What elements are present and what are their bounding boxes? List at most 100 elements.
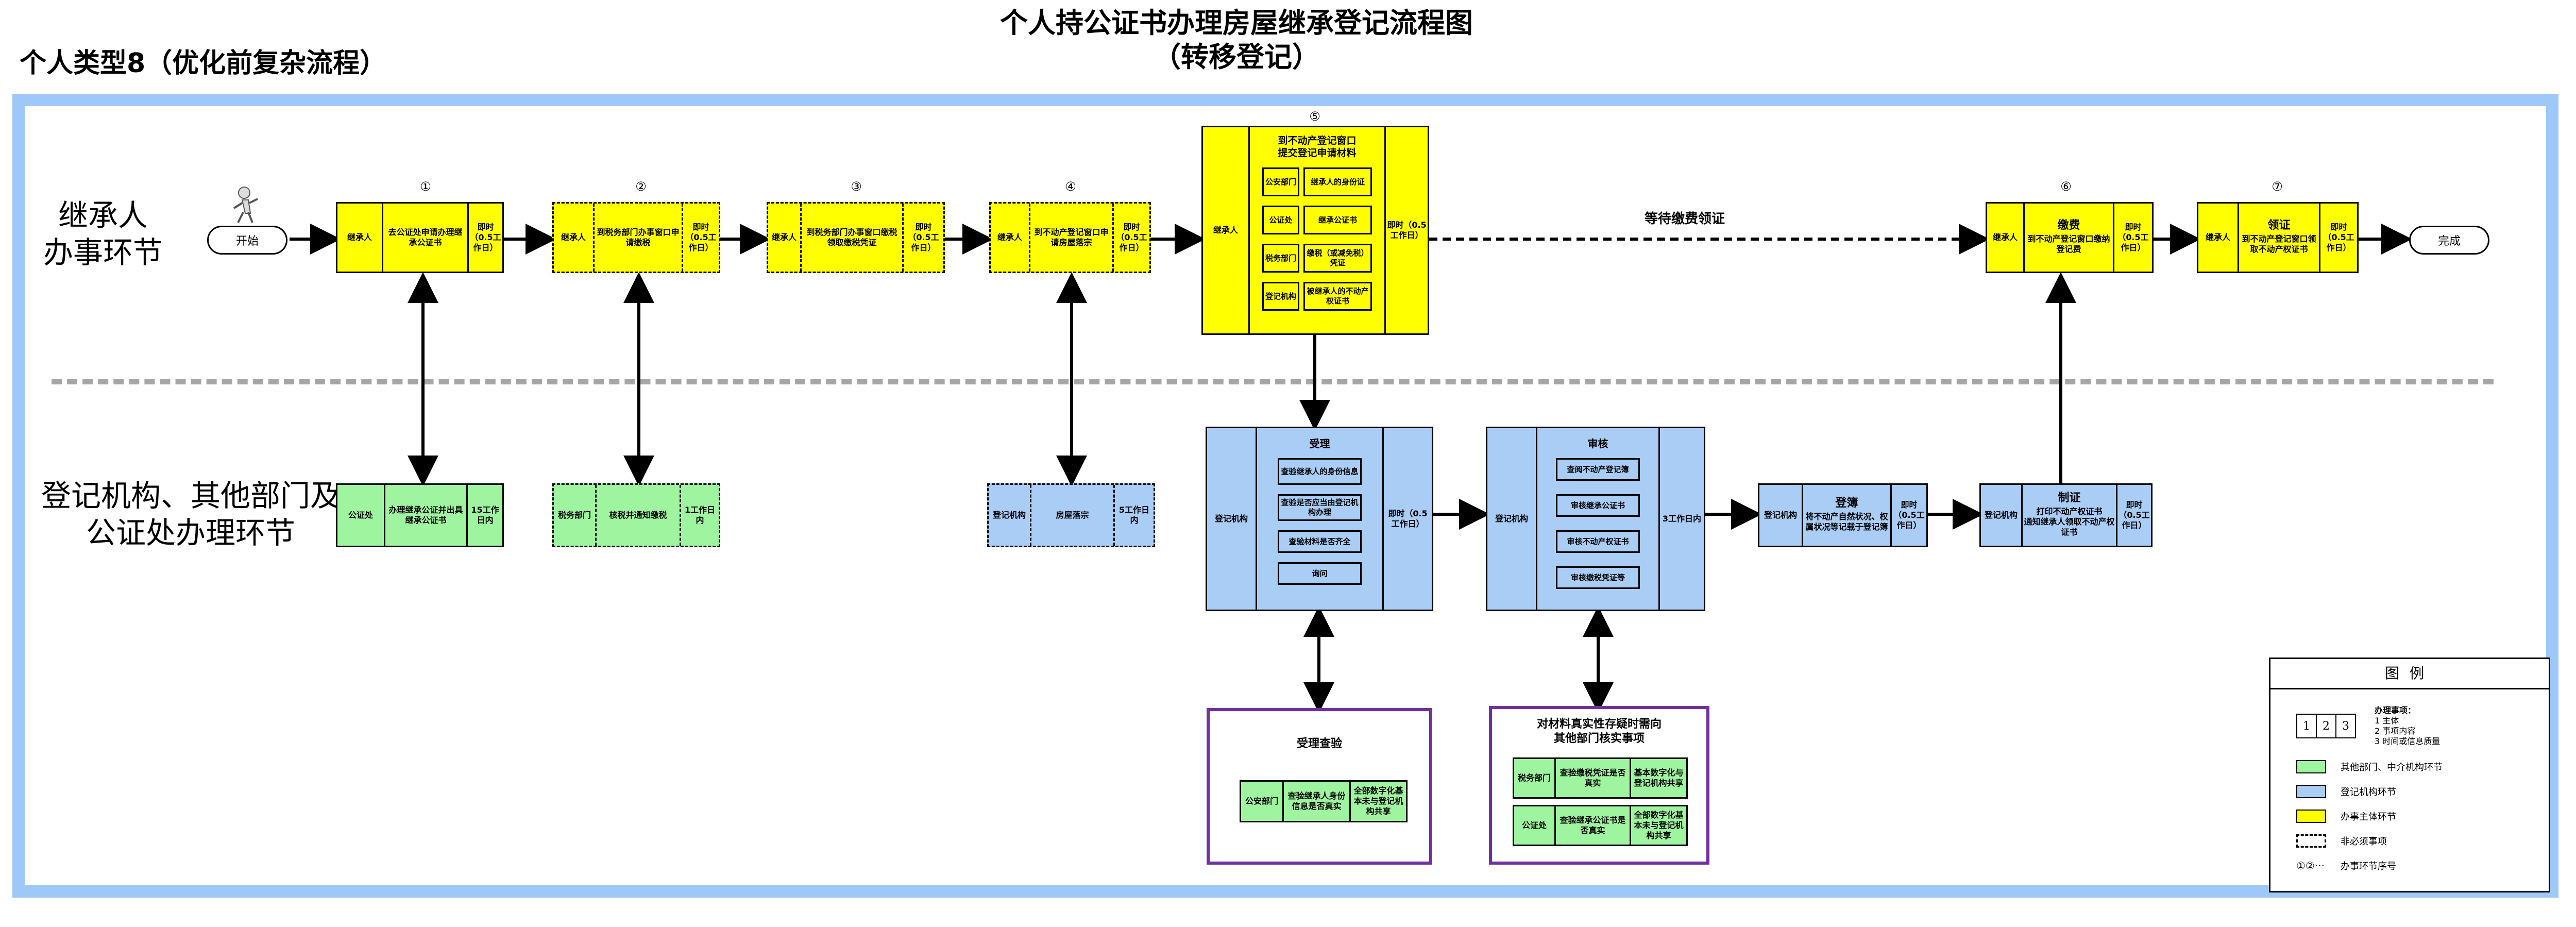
agency-step-accept: 登记机构 受理 查验继承人的身份信息 查验是否应当由登记机构办理 查验材料是否齐…	[1206, 427, 1433, 611]
legend-green-swatch	[2296, 760, 2326, 773]
wait-label: 等待缴费领证	[1644, 211, 1725, 227]
step-actor: 登记机构	[1214, 514, 1248, 524]
material-dept: 登记机构	[1262, 282, 1299, 311]
step-actor: 继承人	[1213, 225, 1238, 235]
verify-row: 税务部门 查验缴税凭证是否真实 基本数字化与登记机构共享	[1513, 757, 1688, 799]
step-detail: 到不动产登记窗口领取不动产权证书	[2242, 234, 2316, 254]
legend-numbox-item: 3 时间或信息质量	[2375, 736, 2441, 746]
verify-row: 公安部门 查验继承人身份信息是否真实 全部数字化基本未与登记机构共享	[1240, 780, 1408, 822]
legend-blue-row: 登记机构环节	[2296, 785, 2396, 798]
legend-numbox-heading: 办理事项：	[2375, 705, 2416, 715]
diagram-title: 个人持公证书办理房屋继承登记流程图	[1000, 7, 1473, 39]
step-content: 到不动产登记窗口 提交登记申请材料 公安部门 继承人的身份证 公证处 继承公证书…	[1248, 127, 1384, 333]
step-actor: 继承人	[561, 232, 586, 242]
agency-step-house-matching: 登记机构 房屋落宗 5工作日内	[987, 483, 1155, 547]
applicant-step-6: 继承人 缴费 到不动产登记窗口缴纳登记费 即时（0.5工作日）	[1986, 202, 2154, 273]
step-time: 15工作日内	[466, 485, 502, 546]
step-time: 即时（0.5工作日）	[2113, 204, 2152, 272]
numbox-3: 3	[2335, 715, 2355, 737]
legend-blue-label: 登记机构环节	[2341, 787, 2396, 798]
legend-dashed-row: 非必须事项	[2296, 834, 2387, 848]
start-terminal: 开始	[207, 226, 287, 255]
verify-task: 查验继承人身份信息是否真实	[1282, 782, 1349, 821]
step-detail: 到不动产登记窗口缴纳登记费	[2027, 234, 2110, 254]
step-time: 1工作日内	[680, 485, 719, 546]
step-content: 受理 查验继承人的身份信息 查验是否应当由登记机构办理 查验材料是否齐全 询问	[1256, 428, 1382, 610]
step-actor: 登记机构	[1495, 514, 1528, 524]
applicant-step-5: 继承人 到不动产登记窗口 提交登记申请材料 公安部门 继承人的身份证 公证处 继…	[1201, 126, 1429, 335]
applicant-step-7: 继承人 领证 到不动产登记窗口领取不动产权证书 即时（0.5工作日）	[2197, 202, 2359, 273]
agency-step-notary: 公证处 办理继承公证并出具继承公证书 15工作日内	[336, 483, 504, 547]
verify-dept: 公证处	[1521, 820, 1547, 830]
legend-green-row: 其他部门、中介机构环节	[2296, 760, 2443, 773]
step-content: 缴费 到不动产登记窗口缴纳登记费	[2023, 204, 2113, 272]
step-heading: 缴费	[2057, 219, 2080, 232]
step-detail: 将不动产自然状况、权属状况等记载于登记簿	[1805, 512, 1888, 532]
numbox-1: 1	[2303, 719, 2310, 733]
agency-step-certificate: 登记机构 制证 打印不动产权证书 通知继承人领取不动产权证书 即时（0.5工作日…	[1979, 483, 2153, 547]
agency-step-review: 登记机构 审核 查阅不动产登记簿 审核继承公证书 审核不动产权证书 审核缴税凭证…	[1486, 427, 1705, 611]
step-heading: 受理	[1309, 437, 1330, 450]
step-detail: 打印不动产权证书 通知继承人领取不动产权证书	[2024, 507, 2115, 537]
legend-numbox: 1 2 3	[2296, 714, 2356, 738]
end-label: 完成	[2437, 235, 2461, 248]
review-item: 审核继承公证书	[1556, 494, 1640, 517]
legend-yellow-swatch	[2296, 810, 2326, 823]
step-heading: 领证	[2267, 219, 2291, 232]
step-time: 即时（0.5工作日）	[1890, 485, 1926, 546]
applicant-step-3: 继承人 到税务部门办事窗口缴税 领取缴税凭证 即时（0.5工作日）	[767, 202, 945, 273]
step-content: 审核 查阅不动产登记簿 审核继承公证书 审核不动产权证书 审核缴税凭证等	[1536, 428, 1658, 610]
end-terminal: 完成	[2409, 226, 2489, 255]
step-time: 3工作日内	[1658, 428, 1704, 610]
material-row: 登记机构 被继承人的不动产权证书	[1262, 282, 1372, 311]
legend: 图例 1 2 3 办理事项： 1 主体 2 事项内容 3 时间或信息质量 其他部…	[2269, 658, 2550, 892]
step-actor: 继承人	[2205, 232, 2230, 242]
legend-dashed-swatch	[2296, 834, 2326, 848]
material-doc: 缴税（或减免税）凭证	[1303, 244, 1372, 273]
numbox-2: 2	[2316, 715, 2335, 737]
agency-step-register: 登记机构 登簿 将不动产自然状况、权属状况等记载于登记簿 即时（0.5工作日）	[1758, 483, 1928, 547]
review-item: 审核缴税凭证等	[1556, 566, 1640, 589]
material-doc: 继承公证书	[1303, 206, 1372, 234]
step-content: 到不动产登记窗口申请房屋落宗	[1029, 204, 1112, 272]
verify-share: 全部数字化基本未与登记机构共享	[1349, 782, 1406, 821]
verify-task: 查验缴税凭证是否真实	[1554, 759, 1630, 797]
step-time: 即时（0.5工作日）	[1384, 127, 1428, 333]
check-item: 查验是否应当由登记机构办理	[1278, 494, 1362, 521]
step-actor: 继承人	[347, 232, 372, 242]
verify-task: 查验继承公证书是否真实	[1554, 806, 1630, 845]
step-number-1: ①	[420, 179, 431, 194]
material-row: 公安部门 继承人的身份证	[1262, 167, 1372, 196]
step-number-6: ⑥	[2060, 179, 2072, 194]
lane-label-agencies: 登记机构、其他部门及 公证处办理环节	[41, 478, 340, 550]
step-content: 办理继承公证并出具继承公证书	[384, 485, 466, 546]
material-dept: 税务部门	[1262, 244, 1299, 273]
step-number-4: ④	[1065, 179, 1076, 194]
legend-green-label: 其他部门、中介机构环节	[2341, 762, 2443, 773]
diagram-subtitle: 个人类型8（优化前复杂流程）	[20, 48, 387, 79]
step-heading: 审核	[1587, 437, 1608, 450]
step-heading: 登簿	[1835, 497, 1858, 510]
material-doc: 被继承人的不动产权证书	[1303, 282, 1372, 311]
step-time: 即时（0.5工作日）	[2319, 204, 2357, 272]
step-number-3: ③	[851, 179, 862, 194]
verify-row: 公证处 查验继承公证书是否真实 全部数字化基本未与登记机构共享	[1513, 805, 1688, 846]
check-item: 查验材料是否齐全	[1278, 530, 1362, 553]
step-time: 即时（0.5工作日）	[2116, 485, 2151, 546]
legend-yellow-row: 办事主体环节	[2296, 810, 2396, 823]
verify-box-review: 对材料真实性存疑时需向 其他部门核实事项 税务部门 查验缴税凭证是否真实 基本数…	[1489, 706, 1709, 865]
step-actor: 继承人	[997, 232, 1022, 242]
agency-step-tax: 税务部门 核税并通知缴税 1工作日内	[552, 483, 720, 547]
legend-numbox-row: 1 2 3 办理事项： 1 主体 2 事项内容 3 时间或信息质量	[2296, 705, 2440, 747]
person-icon	[233, 187, 258, 223]
lane-label-applicant: 继承人 办事环节	[43, 198, 163, 270]
step-time: 即时（0.5工作日）	[902, 204, 943, 272]
lane-divider	[52, 379, 2494, 384]
step-heading: 到不动产登记窗口 提交登记申请材料	[1278, 135, 1357, 159]
material-doc: 继承人的身份证	[1303, 167, 1372, 196]
material-row: 公证处 继承公证书	[1262, 206, 1372, 234]
legend-sequence-label: 办事环节序号	[2341, 861, 2396, 872]
step-heading: 制证	[2058, 492, 2081, 504]
step-content: 领证 到不动产登记窗口领取不动产权证书	[2238, 204, 2319, 272]
